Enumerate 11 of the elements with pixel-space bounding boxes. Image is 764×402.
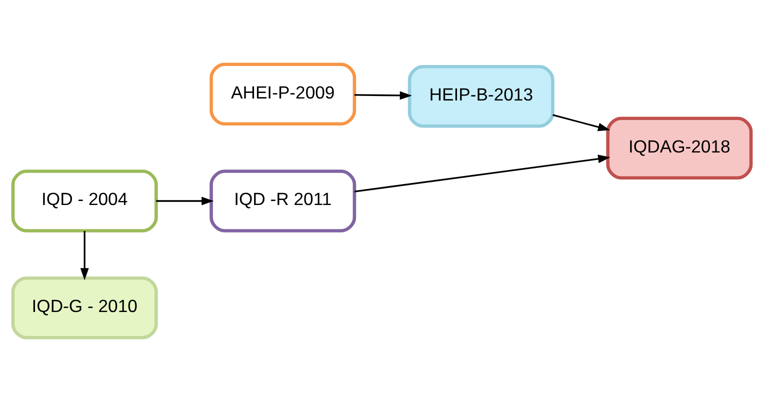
node-box: IQD-G - 2010 [11, 276, 158, 340]
node-box: IQD - 2004 [11, 170, 158, 232]
node-box: IQDAG-2018 [606, 116, 753, 180]
arrow [354, 91, 412, 100]
arrow [80, 231, 89, 280]
arrow [552, 114, 610, 132]
node-box: HEIP-B-2013 [408, 64, 554, 128]
arrow [156, 196, 214, 206]
arrow [354, 154, 610, 192]
node-box: AHEI-P-2009 [210, 62, 356, 126]
node-box: IQD -R 2011 [210, 170, 356, 232]
